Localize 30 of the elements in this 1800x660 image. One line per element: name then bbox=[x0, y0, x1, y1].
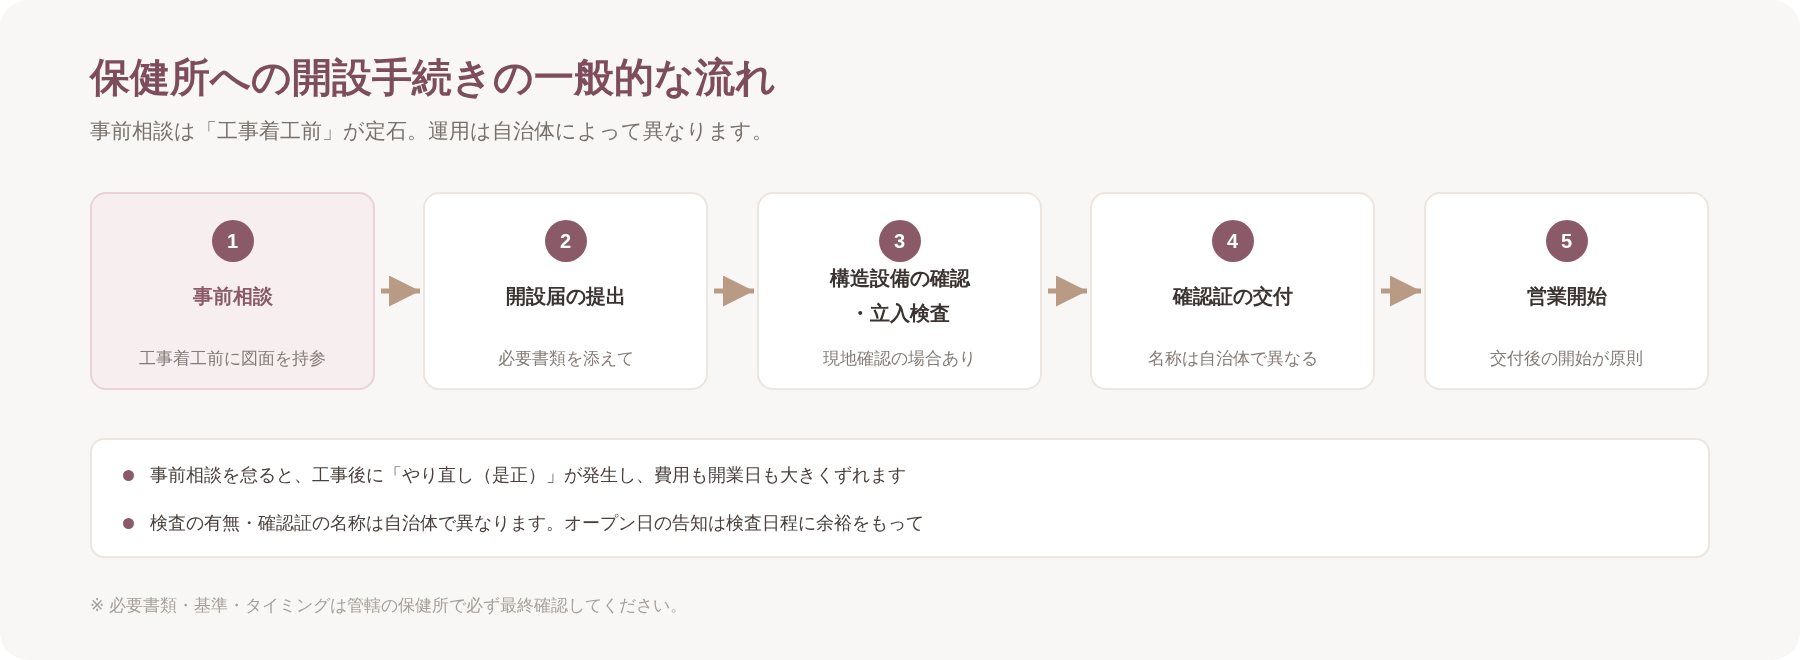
step-title: 事前相談 bbox=[191, 283, 274, 309]
step-title: 確認証の交付 bbox=[1171, 283, 1294, 309]
note-text: 検査の有無・確認証の名称は自治体で異なります。オープン日の告知は検査日程に余裕をもって bbox=[150, 512, 924, 535]
number-circle: 4 bbox=[1211, 220, 1254, 262]
step-note: 交付後の開始が原則 bbox=[1489, 348, 1644, 370]
step-box bbox=[423, 192, 708, 390]
step-box bbox=[757, 192, 1042, 390]
subtitle: 事前相談は「工事着工前」が定石。運用は自治体によって異なります。 bbox=[90, 118, 773, 144]
step-note: 必要書類を添えて bbox=[496, 348, 635, 370]
arrow bbox=[1048, 275, 1087, 307]
number-circle: 3 bbox=[878, 220, 921, 262]
step-note: 工事着工前に図面を持参 bbox=[138, 348, 327, 370]
step-note: 名称は自治体で異なる bbox=[1146, 348, 1319, 370]
number-circle: 5 bbox=[1545, 220, 1588, 262]
step-title: 営業開始 bbox=[1525, 283, 1608, 309]
step-box bbox=[1424, 192, 1709, 390]
note-box bbox=[90, 438, 1710, 558]
step-title: 構造設備の確認・立入検査 bbox=[828, 266, 972, 326]
footnote: ※ 必要書類・基準・タイミングは管轄の保健所で必ず最終確認してください。 bbox=[90, 595, 687, 617]
step-box bbox=[1090, 192, 1375, 390]
number-circle: 2 bbox=[544, 220, 587, 262]
step-box bbox=[90, 192, 375, 390]
arrow bbox=[1381, 275, 1421, 307]
arrow bbox=[714, 275, 754, 307]
title: 保健所への開設手続きの一般的な流れ bbox=[90, 54, 776, 102]
arrow bbox=[381, 275, 420, 307]
number-circle: 1 bbox=[211, 220, 254, 262]
note-text: 事前相談を怠ると、工事後に「やり直し（是正）」が発生し、費用も開業日も大きくずれます bbox=[150, 464, 906, 487]
step-note: 現地確認の場合あり bbox=[822, 348, 977, 370]
step-title: 開設届の提出 bbox=[504, 283, 627, 309]
